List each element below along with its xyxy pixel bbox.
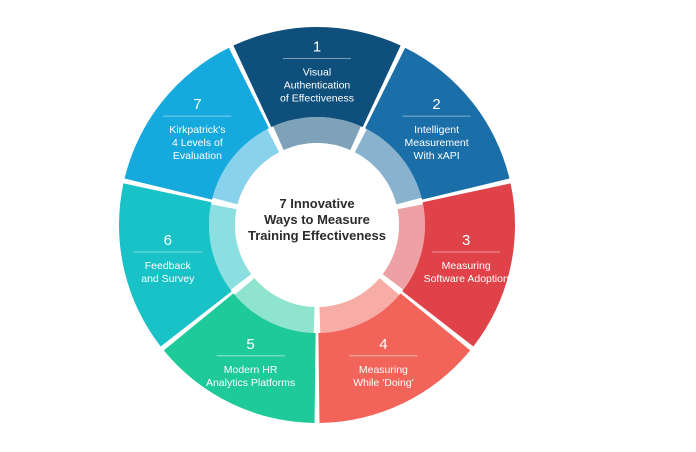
- segment-3-body: [402, 183, 516, 347]
- segment-1-label-line: Visual: [303, 67, 331, 79]
- segment-5-number: 5: [246, 336, 254, 353]
- segment-7-label-line: Evaluation: [173, 150, 222, 162]
- segment-7-ring: [212, 129, 280, 205]
- segment-6-label-line: Feedback: [145, 260, 192, 272]
- segment-1-number: 1: [313, 39, 321, 56]
- segment-3-label-line: Software Adoption: [424, 273, 509, 285]
- center-title: 7 Innovative Ways to Measure Training Ef…: [248, 196, 386, 243]
- segment-3-number: 3: [462, 232, 470, 249]
- segment-7-label-line: 4 Levels of: [172, 137, 223, 149]
- center-title-line-3: Training Effectiveness: [248, 228, 386, 243]
- segment-4-label-line: Measuring: [359, 364, 408, 376]
- segment-4-number: 4: [379, 336, 387, 353]
- segment-5-ring: [234, 278, 315, 333]
- segment-5-label-line: Analytics Platforms: [206, 377, 295, 389]
- segment-6-number: 6: [164, 232, 172, 249]
- segment-1-ring: [273, 116, 361, 151]
- segment-1-label-line: Authentication: [284, 80, 351, 92]
- segment-6-body: [118, 183, 232, 347]
- segment-1-label-line: of Effectiveness: [280, 93, 354, 105]
- segment-1-body: [233, 27, 401, 128]
- segment-2-label-line: Intelligent: [414, 124, 459, 136]
- segment-4-body: [318, 293, 471, 423]
- segment-2-label-line: Measurement: [404, 137, 468, 149]
- segment-7-body: [124, 47, 269, 200]
- segment-2-ring: [354, 129, 422, 205]
- segment-2-number: 2: [432, 96, 440, 113]
- segment-4-ring: [319, 278, 400, 333]
- segment-2-body: [365, 47, 510, 200]
- segment-2-label-line: With xAPI: [414, 150, 460, 162]
- center-circle: [235, 143, 399, 307]
- segment-7-number: 7: [193, 96, 201, 113]
- segment-6-ring: [208, 204, 252, 290]
- segment-3-ring: [382, 204, 426, 290]
- segment-4-label-line: While 'Doing': [353, 377, 414, 389]
- segment-5-body: [163, 293, 316, 423]
- center-title-line-2: Ways to Measure: [264, 212, 370, 227]
- segment-5-label-line: Modern HR: [224, 364, 278, 376]
- segment-7-label-line: Kirkpatrick's: [169, 124, 225, 136]
- center-title-line-1: 7 Innovative: [279, 196, 354, 211]
- segment-3-label-line: Measuring: [442, 260, 491, 272]
- segment-6-label-line: and Survey: [141, 273, 195, 285]
